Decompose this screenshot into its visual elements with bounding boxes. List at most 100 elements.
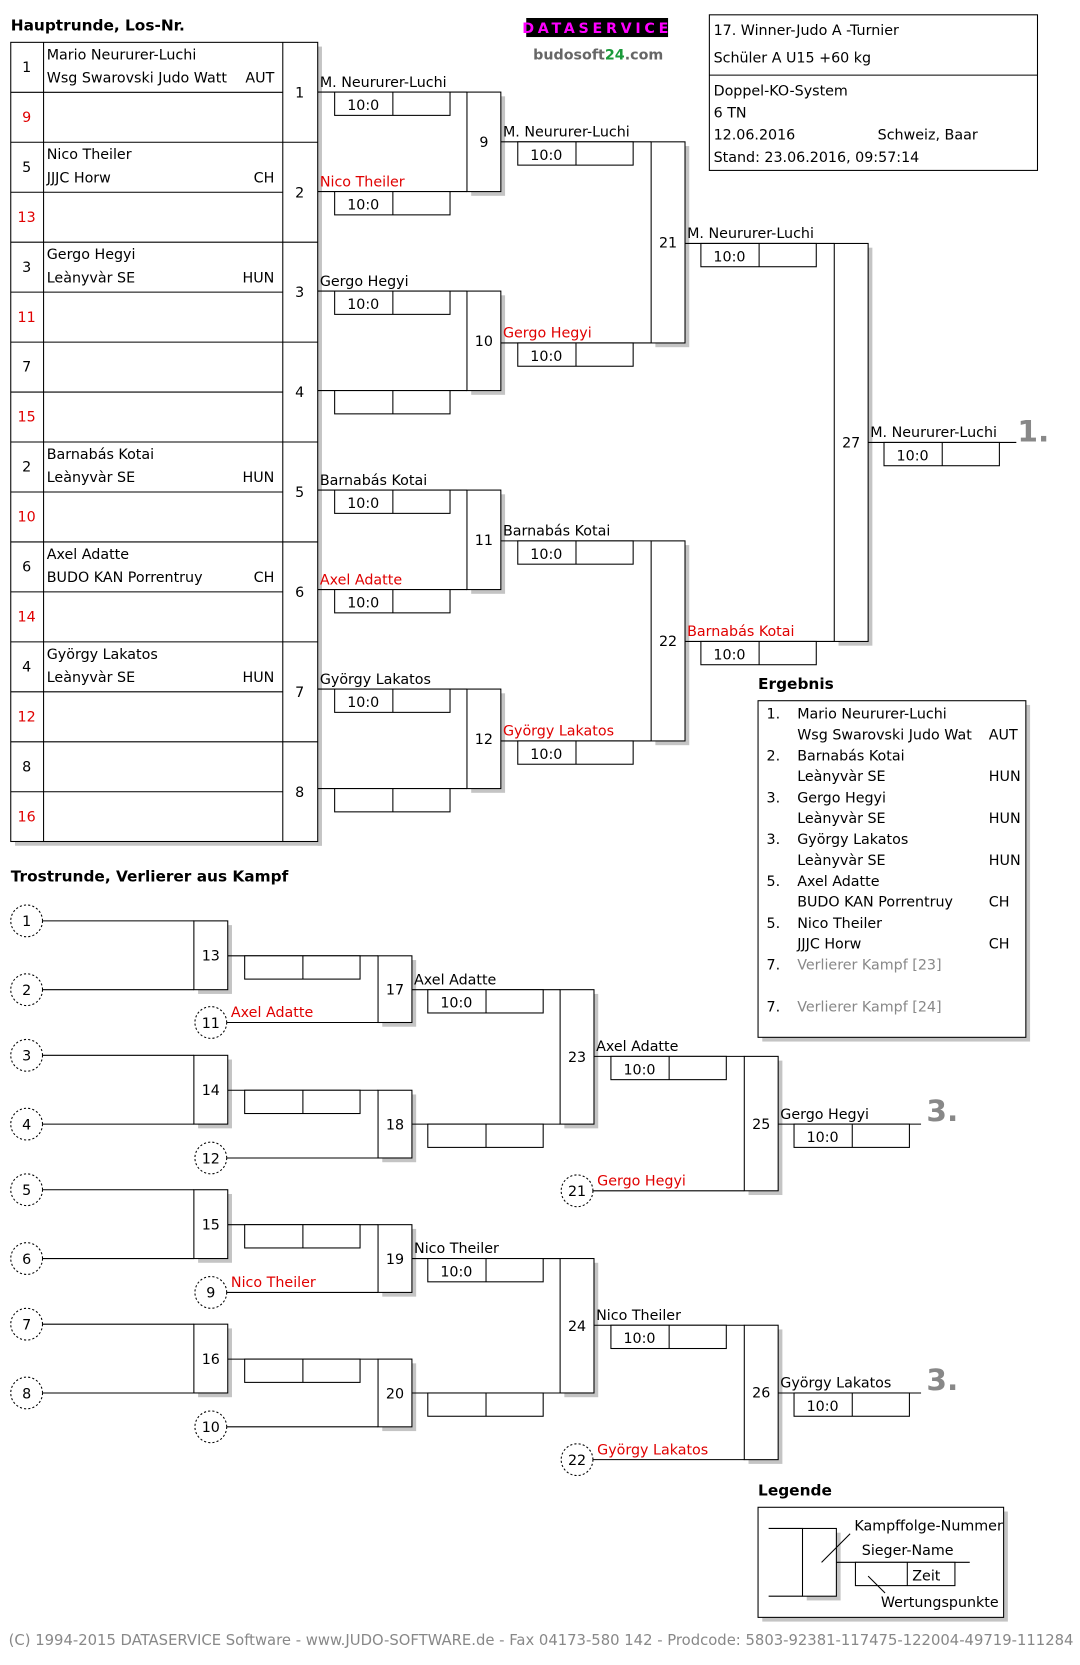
stand: Stand: 23.06.2016, 09:57:14	[714, 150, 920, 166]
athlete-nation: AUT	[245, 71, 274, 87]
athlete-club: Leànyvàr SE	[47, 670, 135, 686]
score-box: 10:0	[793, 1392, 910, 1417]
fight-number: 6	[295, 585, 304, 601]
seed-number: 10	[18, 510, 36, 526]
circle-number: 9	[206, 1286, 215, 1302]
score-points: 10:0	[713, 249, 745, 265]
athlete-nation: HUN	[242, 270, 274, 286]
fight-box	[466, 489, 502, 591]
score-points: 10:0	[347, 98, 379, 114]
info-box	[708, 14, 1039, 171]
score-points: 10:0	[347, 297, 379, 313]
seed-number: 7	[22, 360, 31, 376]
fight-box	[650, 540, 686, 742]
athlete-club: JJJC Horw	[46, 170, 111, 186]
result-name: György Lakatos	[797, 832, 908, 848]
fight-number: 11	[475, 533, 493, 549]
category: Schüler A U15 +60 kg	[714, 50, 872, 66]
seed-number: 5	[22, 160, 31, 176]
seed-number: 3	[22, 260, 31, 276]
seed-circle	[10, 1173, 44, 1207]
athlete-club: Leànyvàr SE	[47, 470, 135, 486]
result-rank: 2.	[767, 749, 781, 765]
fight-number: 12	[475, 732, 493, 748]
bronze-name: György Lakatos	[780, 1376, 891, 1392]
repechage-title: Trostrunde, Verlierer aus Kampf	[11, 868, 289, 886]
seed-circle	[10, 1107, 44, 1141]
results-title: Ergebnis	[758, 675, 834, 693]
fight-box	[377, 955, 413, 1024]
seed-number: 2	[22, 460, 31, 476]
circle-number: 3	[22, 1049, 31, 1065]
fight-box	[377, 1089, 413, 1159]
fight-number: 14	[202, 1083, 220, 1099]
fight-box	[466, 688, 502, 790]
fight-box	[193, 920, 229, 991]
athlete-name: György Lakatos	[47, 647, 158, 663]
legend-fight-box	[801, 1527, 837, 1597]
seed-number: 4	[22, 660, 31, 676]
main-round-title: Hauptrunde, Los-Nr.	[11, 17, 185, 35]
athlete-nation: CH	[254, 570, 275, 586]
shadow	[317, 46, 322, 846]
seed-circle	[10, 1376, 44, 1410]
score-points: 10:0	[897, 448, 929, 464]
loser-circle	[560, 1174, 594, 1208]
result-name: Mario Neururer-Luchi	[797, 707, 947, 723]
bronze-place: 3.	[926, 1362, 958, 1397]
result-nation: CH	[989, 895, 1010, 911]
athlete-nation: HUN	[242, 670, 274, 686]
loser-circle	[194, 1410, 228, 1444]
seed-number: 11	[18, 310, 36, 326]
seed-number: 9	[22, 110, 31, 126]
score-points: 10:0	[713, 647, 745, 663]
logo-part: budosoft	[533, 47, 605, 63]
score-points: 10:0	[807, 1130, 839, 1146]
winner-name: Gergo Hegyi	[320, 274, 409, 290]
athlete-club: Leànyvàr SE	[47, 270, 135, 286]
score-points: 10:0	[347, 596, 379, 612]
seed-circle	[10, 1038, 44, 1072]
winner-name: M. Neururer-Luchi	[687, 226, 814, 242]
fight-number: 25	[752, 1117, 770, 1133]
athlete-nation: HUN	[242, 470, 274, 486]
score-points: 10:0	[807, 1399, 839, 1415]
winner-name: Nico Theiler	[414, 1241, 499, 1257]
fight-number: 7	[295, 685, 304, 701]
legend-points: Wertungspunkte	[881, 1595, 999, 1611]
score-box: 10:0	[700, 640, 817, 666]
fight-number: 1	[295, 85, 304, 101]
circle-number: 11	[202, 1016, 220, 1032]
seed-number: 1	[22, 60, 31, 76]
result-name: Verlierer Kampf [24]	[797, 999, 941, 1015]
logo-band	[526, 17, 669, 38]
bronze-place: 3.	[926, 1093, 958, 1128]
fight-number: 16	[202, 1352, 220, 1368]
footer-text: (C) 1994-2015 DATASERVICE Software - www…	[9, 1632, 1074, 1649]
date: 12.06.2016	[714, 128, 796, 144]
logo-part: .com	[625, 47, 664, 63]
legend-title: Legende	[758, 1482, 832, 1500]
fight-box	[377, 1358, 413, 1428]
logo-part: 24	[605, 47, 625, 63]
loser-name: György Lakatos	[597, 1442, 708, 1458]
champion-name: M. Neururer-Luchi	[870, 425, 997, 441]
result-club: Wsg Swarovski Judo Wat	[797, 727, 972, 743]
score-points: 10:0	[530, 349, 562, 365]
logo-text: DATASERVICE	[522, 21, 672, 37]
score-box: 10:0	[517, 740, 634, 765]
results-box	[757, 700, 1027, 1038]
loser-name: Gergo Hegyi	[597, 1174, 686, 1190]
fight-number: 3	[295, 285, 304, 301]
result-club: BUDO KAN Porrentruy	[797, 895, 953, 911]
seed-number: 15	[18, 410, 36, 426]
loser-circle	[194, 1141, 228, 1175]
result-rank: 7.	[767, 958, 781, 974]
result-nation: CH	[989, 936, 1010, 952]
fight-number: 27	[842, 436, 860, 452]
seed-number: 8	[22, 759, 31, 775]
fight-number: 18	[386, 1117, 404, 1133]
circle-number: 1	[22, 914, 31, 930]
